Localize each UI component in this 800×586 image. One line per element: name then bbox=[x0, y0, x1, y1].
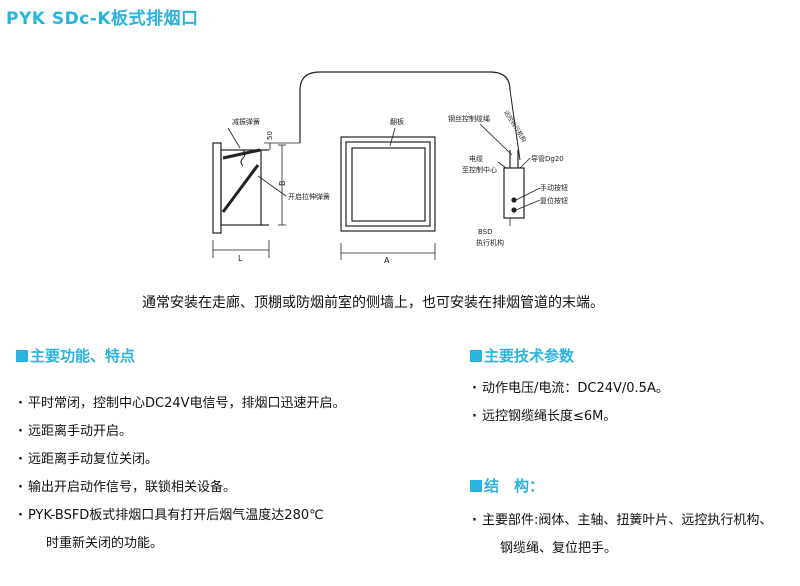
side-blade-lower bbox=[221, 164, 260, 213]
list-item: PYK-BSFD板式排烟口具有打开后烟气温度达280℃ bbox=[16, 507, 346, 535]
label-far-control: 远控执行机构 bbox=[502, 109, 528, 144]
front-frame-outer bbox=[340, 136, 436, 232]
label-control-center: 至控制中心 bbox=[462, 165, 497, 174]
side-body bbox=[220, 149, 262, 226]
label-wire-rope: 钢丝控制缆绳 bbox=[448, 114, 490, 123]
list-item: 动作电压/电流：DC24V/0.5A。 bbox=[470, 380, 669, 408]
structure-list: 主要部件:阀体、主轴、扭簧叶片、远控执行机构、 钢缆绳、复位把手。 bbox=[470, 512, 772, 568]
label-L: L bbox=[238, 254, 243, 263]
list-item: 钢缆绳、复位把手。 bbox=[500, 541, 618, 556]
label-50: 50 bbox=[266, 131, 274, 140]
list-item: 平时常闭，控制中心DC24V电信号，排烟口迅速开启。 bbox=[16, 395, 346, 423]
label-cable: 电缆 bbox=[469, 154, 483, 163]
label-open-spring: 开启拉伸弹簧 bbox=[288, 192, 330, 201]
list-item: 主要部件:阀体、主轴、扭簧叶片、远控执行机构、 bbox=[470, 512, 772, 540]
actuator-box bbox=[503, 167, 525, 219]
control-wire-path bbox=[299, 71, 511, 143]
tech-list: 动作电压/电流：DC24V/0.5A。 远控钢缆绳长度≤6M。 bbox=[470, 380, 669, 436]
list-item: 输出开启动作信号，联锁相关设备。 bbox=[16, 479, 346, 507]
front-view bbox=[340, 127, 436, 260]
label-conduit: 导管Dg20 bbox=[531, 154, 564, 163]
list-item: 时重新关闭的功能。 bbox=[46, 536, 164, 551]
side-frame-left bbox=[212, 142, 222, 234]
tech-heading: 主要技术参数 bbox=[470, 345, 574, 366]
label-A: A bbox=[384, 256, 390, 265]
features-heading: 主要功能、特点 bbox=[16, 345, 135, 366]
intro-text: 通常安装在走廊、顶棚或防烟前室的侧墙上，也可安装在排烟管道的末端。 bbox=[142, 295, 604, 311]
list-item: 远距离手动复位关闭。 bbox=[16, 451, 346, 479]
label-bsd: BSD bbox=[478, 228, 493, 236]
square-bullet-icon bbox=[470, 479, 482, 492]
actuator-view bbox=[479, 89, 541, 226]
structure-heading: 结 构： bbox=[470, 475, 544, 496]
label-reset-button: 复位按钮 bbox=[540, 196, 568, 205]
list-item: 远控钢缆绳长度≤6M。 bbox=[470, 408, 669, 436]
label-B: B bbox=[278, 181, 287, 187]
label-spring-damper: 减振弹簧 bbox=[232, 117, 260, 126]
side-blade-upper bbox=[222, 148, 261, 160]
front-frame-inner bbox=[345, 141, 431, 227]
side-view bbox=[212, 71, 511, 258]
technical-drawing: 减振弹簧 50 B 开启拉伸弹簧 L 翻板 A 远控执行机构 钢丝控制缆绳 电缆… bbox=[212, 71, 568, 265]
square-bullet-icon bbox=[470, 349, 482, 362]
features-heading-text: 主要功能、特点 bbox=[30, 347, 136, 365]
tech-heading-text: 主要技术参数 bbox=[484, 347, 575, 365]
features-list: 平时常闭，控制中心DC24V电信号，排烟口迅速开启。 远距离手动开启。 远距离手… bbox=[16, 395, 346, 563]
page-title: PYK SDc-K板式排烟口 bbox=[6, 9, 199, 29]
structure-heading-text: 结 构： bbox=[484, 477, 545, 495]
list-item: 远距离手动开启。 bbox=[16, 423, 346, 451]
label-manual-button: 手动按钮 bbox=[540, 183, 568, 192]
square-bullet-icon bbox=[16, 349, 28, 362]
front-blade bbox=[351, 147, 426, 222]
label-blade: 翻板 bbox=[390, 117, 404, 126]
label-actuator: 执行机构 bbox=[476, 238, 504, 247]
